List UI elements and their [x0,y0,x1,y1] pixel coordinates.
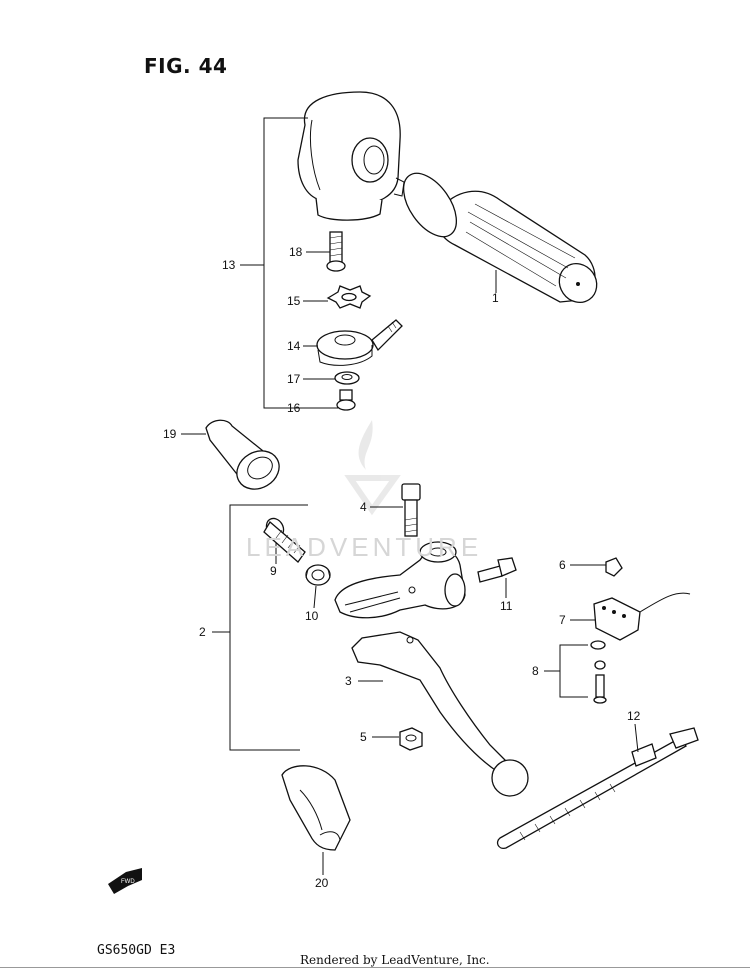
svg-text:FWD: FWD [121,879,135,885]
callout-5: 5 [360,730,367,744]
model-code: GS650GD E3 [97,943,176,958]
figure-title: FIG. 44 [144,54,228,78]
part-clutch-switch [605,557,623,577]
part-lever-cover [281,765,351,851]
part-screw-set [590,640,607,704]
bracket-8 [559,644,588,698]
part-clutch-lever [351,631,529,797]
part-throttle-pulley [316,319,403,366]
part-cable-boot [205,419,280,490]
part-mount-bolt [477,557,517,583]
part-throttle-housing [297,91,405,221]
fwd-arrow-icon: FWD [108,868,142,894]
callout-9: 9 [270,564,277,578]
watermark-text: LEADVENTURE [246,532,483,562]
callout-6: 6 [559,558,566,572]
callout-16: 16 [287,401,301,415]
part-pivot-bolt [401,483,421,537]
bottom-divider [0,967,750,968]
part-lever-holder [334,541,466,619]
part-bolt-16 [336,389,356,411]
callout-18: 18 [289,245,303,259]
callout-labels: 1 2 3 4 5 6 7 8 9 10 11 12 13 14 15 16 1… [163,245,641,890]
callout-7: 7 [559,613,566,627]
part-switch-assembly [593,592,691,641]
callout-12: 12 [627,709,641,723]
part-adjuster-bolt [263,517,306,563]
part-lock-nut [305,564,331,586]
callout-19: 19 [163,427,177,441]
callout-14: 14 [287,339,301,353]
callout-8: 8 [532,664,539,678]
callout-15: 15 [287,294,301,308]
part-washer-17 [334,371,360,385]
bracket-2 [229,504,308,751]
callout-11: 11 [500,599,513,613]
callout-20: 20 [315,876,329,890]
callout-13: 13 [222,258,236,272]
callout-10: 10 [305,609,319,623]
bracket-13 [263,117,308,409]
callout-2: 2 [199,625,206,639]
part-cable-tie [496,727,699,849]
render-credit: Rendered by LeadVenture, Inc. [300,953,490,967]
part-star-washer [326,285,372,309]
part-handlebar-grip [402,172,598,304]
watermark-logo-icon [344,420,401,516]
part-screw-18 [326,231,346,272]
leader-lines [181,251,639,875]
callout-17: 17 [287,372,301,386]
callout-1: 1 [492,291,499,305]
callout-4: 4 [360,500,367,514]
callout-3: 3 [345,674,352,688]
part-nut-5 [399,727,423,751]
